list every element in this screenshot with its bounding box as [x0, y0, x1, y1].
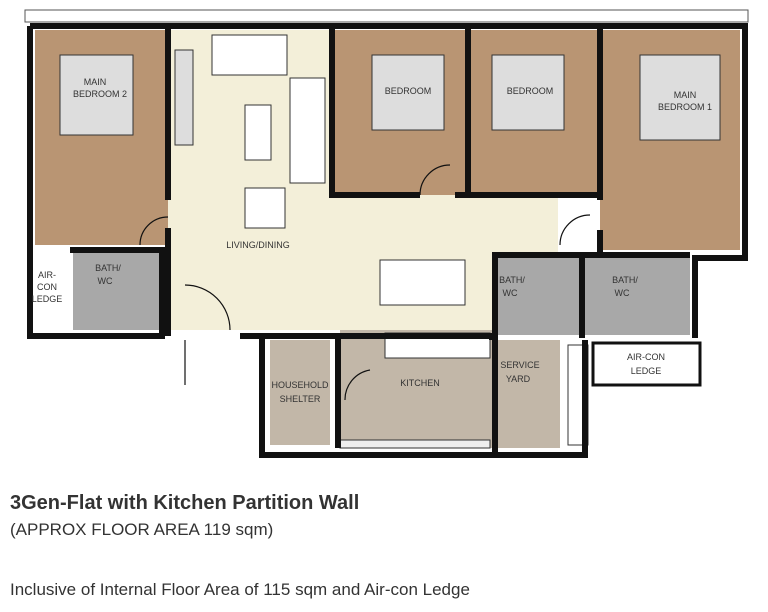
label-bath-left-2: WC: [98, 276, 113, 286]
label-aircon-ledge-right-2: LEDGE: [631, 366, 662, 376]
label-aircon-ledge-left-3: LEDGE: [32, 294, 63, 304]
floor-plan: MAIN BEDROOM 2 BEDROOM BEDROOM MAIN BEDR…: [24, 9, 749, 458]
label-service-yard: SERVICE: [500, 360, 539, 370]
label-bedroom-a: BEDROOM: [385, 86, 432, 96]
doors: [139, 164, 591, 401]
plan-title: 3Gen-Flat with Kitchen Partition Wall: [10, 492, 360, 514]
service-yard-area: [497, 340, 560, 448]
label-aircon-ledge-right: AIR-CON: [627, 352, 665, 362]
label-main-bedroom-2: MAIN: [84, 77, 107, 87]
bath-left-area: [73, 250, 162, 330]
label-aircon-ledge-left: AIR-: [38, 270, 56, 280]
label-aircon-ledge-left-2: CON: [37, 282, 57, 292]
label-living-dining: LIVING/DINING: [226, 240, 290, 250]
label-bath-mid: BATH/: [499, 275, 525, 285]
label-main-bedroom-2-line2: BEDROOM 2: [73, 89, 127, 99]
furniture: [59, 34, 721, 449]
top-facade: [24, 9, 749, 23]
household-shelter-area: [270, 340, 330, 445]
label-household-shelter-2: SHELTER: [280, 394, 321, 404]
label-kitchen: KITCHEN: [400, 378, 440, 388]
plan-area: (APPROX FLOOR AREA 119 sqm): [10, 520, 274, 539]
label-main-bedroom-1-line2: BEDROOM 1: [658, 102, 712, 112]
label-bath-left: BATH/: [95, 263, 121, 273]
plan-note: Inclusive of Internal Floor Area of 115 …: [10, 580, 470, 599]
label-bath-right: BATH/: [612, 275, 638, 285]
aircon-ledge-right-area: [591, 341, 702, 387]
label-bath-mid-2: WC: [503, 288, 518, 298]
label-bedroom-b: BEDROOM: [507, 86, 554, 96]
label-household-shelter: HOUSEHOLD: [271, 380, 329, 390]
bath-mid-area: [495, 255, 580, 335]
label-bath-right-2: WC: [615, 288, 630, 298]
label-main-bedroom-1: MAIN: [674, 90, 697, 100]
walls: [27, 23, 748, 458]
bath-right-area: [585, 255, 690, 335]
label-service-yard-2: YARD: [506, 374, 531, 384]
